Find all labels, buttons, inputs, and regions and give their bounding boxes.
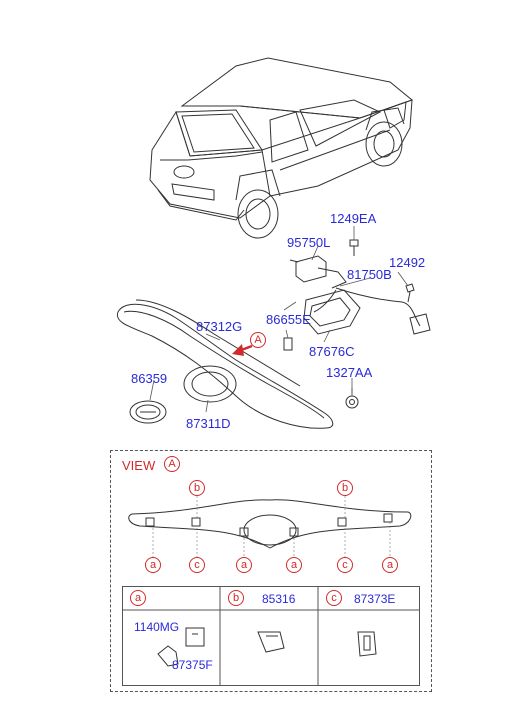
view-a-box — [110, 450, 432, 692]
table-part-drawings — [157, 627, 377, 667]
part-label-86655e: 86655E — [266, 312, 311, 327]
part-label-86359: 86359 — [131, 371, 168, 386]
garnish-drawing — [116, 299, 334, 429]
marker-a-1: a — [145, 557, 161, 573]
leader-lines — [149, 226, 409, 413]
marker-c-1: c — [189, 557, 205, 573]
part-label-12492: 12492 — [389, 255, 426, 270]
view-title: VIEW — [122, 458, 156, 473]
table-key-b: b — [228, 590, 244, 606]
table-part-a1: 1140MG — [134, 620, 180, 634]
marker-a-4: a — [382, 557, 398, 573]
table-part-b: 85316 — [262, 592, 296, 606]
table-grid — [122, 586, 420, 686]
parts-table — [122, 586, 420, 686]
part-label-1327aa: 1327AA — [326, 365, 373, 380]
car-illustration — [149, 57, 414, 239]
callout-arrow — [232, 344, 244, 356]
part-label-87676c: 87676C — [309, 344, 355, 359]
marker-a-2: a — [236, 557, 252, 573]
callout-a-marker: A — [250, 332, 266, 348]
table-part-a2: 87375F — [172, 658, 213, 672]
view-ref-marker: A — [164, 456, 180, 472]
part-label-81750b: 81750B — [347, 267, 392, 282]
table-key-a: a — [130, 590, 146, 606]
view-markers-lines — [152, 496, 391, 557]
marker-a-3: a — [286, 557, 302, 573]
part-label-87311d: 87311D — [186, 416, 231, 431]
marker-b-right: b — [337, 480, 353, 496]
table-part-c: 87373E — [354, 592, 396, 606]
table-key-c: c — [326, 590, 342, 606]
marker-b-left: b — [189, 480, 205, 496]
part-label-1249ea: 1249EA — [330, 211, 377, 226]
part-label-87312g: 87312G — [196, 319, 243, 334]
part-label-95750l: 95750L — [287, 235, 331, 250]
view-garnish — [128, 499, 412, 549]
marker-c-2: c — [337, 557, 353, 573]
